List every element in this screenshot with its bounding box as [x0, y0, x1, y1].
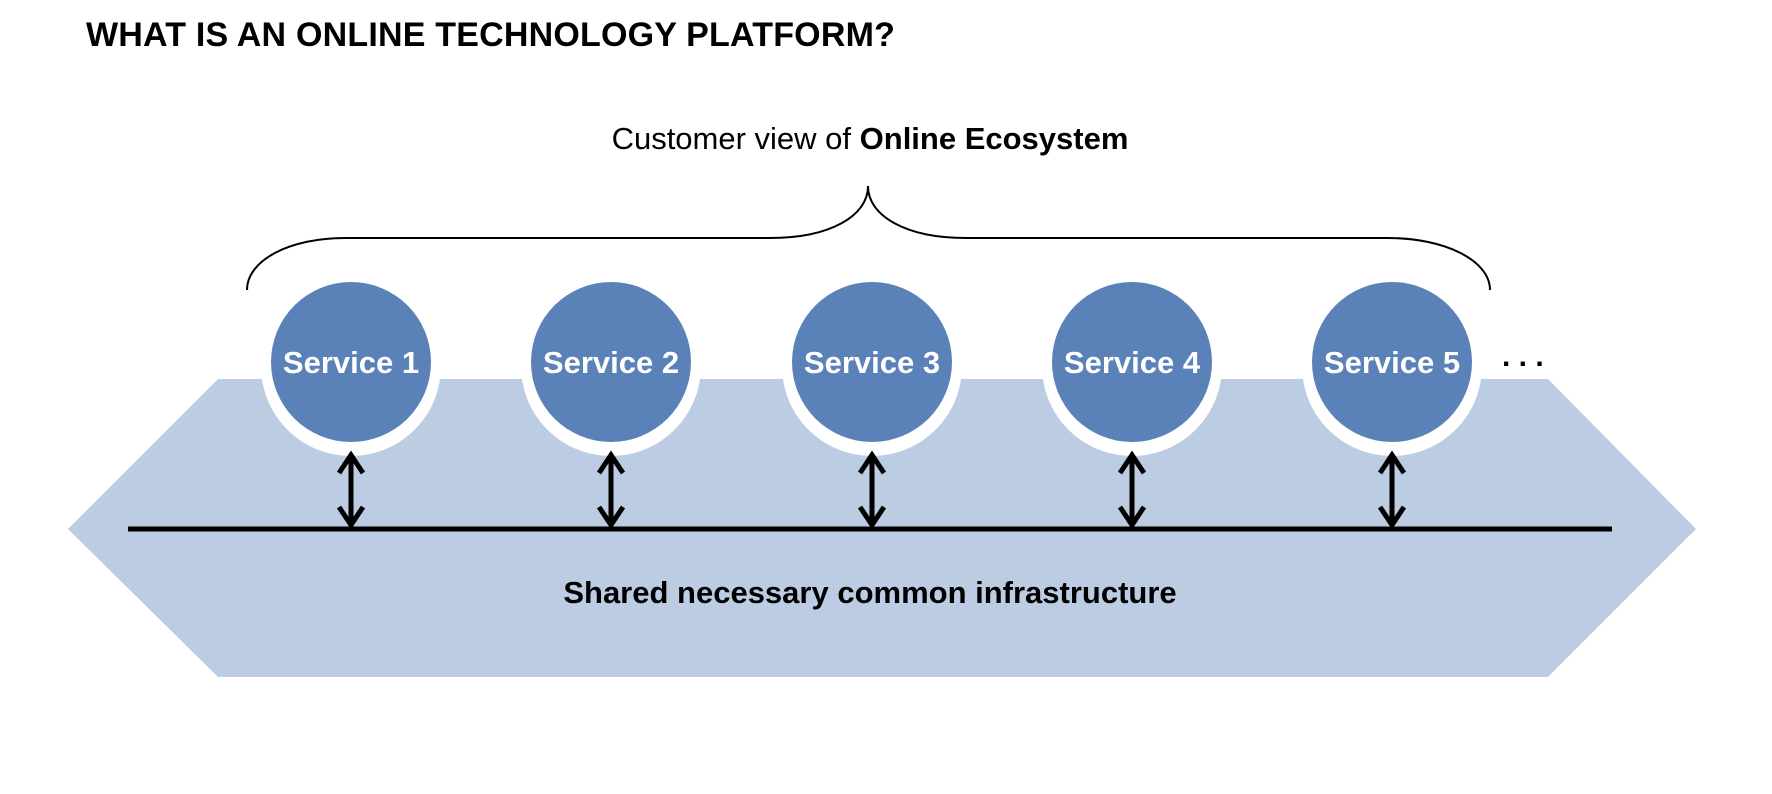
service-label: Service 3 [804, 345, 940, 380]
service-circle [1312, 282, 1472, 442]
arrowhead-down-icon [336, 505, 366, 530]
service-node: Service 2 [521, 276, 701, 530]
ecosystem-brace [246, 185, 1491, 291]
arrowhead-down-icon [596, 505, 626, 530]
arrowhead-up-icon [857, 450, 887, 475]
service-circle [271, 282, 431, 442]
service-label: Service 1 [283, 345, 419, 380]
arrowhead-up-icon [1377, 450, 1407, 475]
arrowhead-down-icon [1377, 505, 1407, 530]
service-circle [1052, 282, 1212, 442]
ecosystem-caption: Customer view of Online Ecosystem [0, 121, 1740, 157]
arrowhead-up-icon [336, 450, 366, 475]
service-label: Service 4 [1064, 345, 1201, 380]
more-services-indicator: . . . [1502, 340, 1544, 373]
arrowhead-up-icon [1117, 450, 1147, 475]
ecosystem-caption-prefix: Customer view of [611, 121, 860, 156]
page-title: WHAT IS AN ONLINE TECHNOLOGY PLATFORM? [86, 16, 896, 54]
arrowhead-up-icon [596, 450, 626, 475]
service-nodes: Service 1 Service 2 Service 3 Service 4 Serv… [261, 276, 1482, 530]
service-circle [792, 282, 952, 442]
arrowhead-down-icon [857, 505, 887, 530]
arrowhead-down-icon [1117, 505, 1147, 530]
service-node: Service 4 [1042, 276, 1222, 530]
service-label: Service 5 [1324, 345, 1460, 380]
service-label: Service 2 [543, 345, 679, 380]
service-circle [531, 282, 691, 442]
infrastructure-label: Shared necessary common infrastructure [563, 575, 1177, 610]
ecosystem-caption-emphasis: Online Ecosystem [859, 121, 1129, 156]
service-node: Service 1 [261, 276, 441, 530]
service-node: Service 3 [782, 276, 962, 530]
service-node: Service 5 [1302, 276, 1482, 530]
